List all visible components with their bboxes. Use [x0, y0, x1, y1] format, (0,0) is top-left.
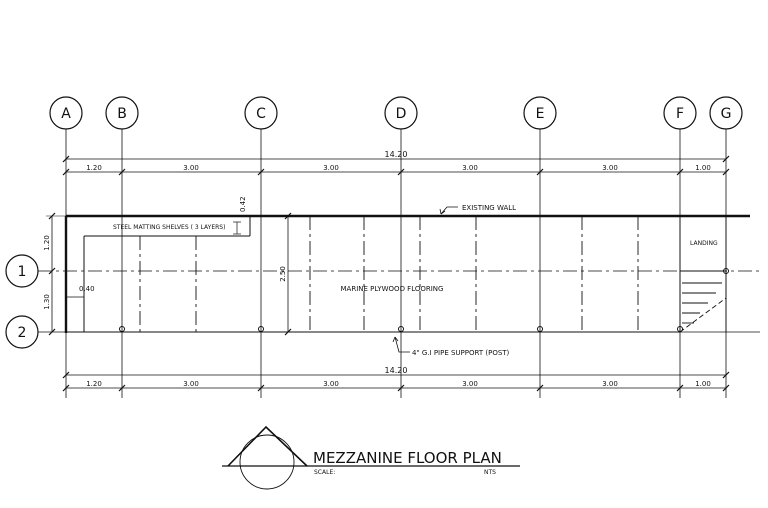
grid-bubble-label: D — [396, 106, 407, 122]
grid-lines-vertical — [65, 129, 727, 398]
dim-bottom-cd: 3.00 — [323, 380, 339, 388]
flooring-label: MARINE PLYWOOD FLOORING — [341, 285, 444, 293]
grid-bubble-label: 2 — [18, 325, 27, 341]
grid-bubble-label: G — [721, 106, 732, 122]
dim-top-cd: 3.00 — [323, 164, 339, 172]
dim-top-ab: 1.20 — [86, 164, 102, 172]
pipe-support-label: 4" G.I PIPE SUPPORT (POST) — [412, 349, 510, 357]
title-block: MEZZANINE FLOOR PLAN SCALE: NTS — [222, 425, 520, 490]
pipe-support-leader — [392, 336, 410, 353]
height-dim-label: 2.50 — [279, 266, 287, 282]
bottom-dimension-strings: 14.20 1.20 3.00 3.00 3.00 3.00 1.00 — [62, 366, 730, 392]
height-dimension — [284, 212, 292, 336]
dim-top-fg: 1.00 — [695, 164, 711, 172]
dim-bottom-ef: 3.00 — [602, 380, 618, 388]
grid-bubble-g: G — [709, 96, 743, 130]
grid-bubble-b: B — [105, 96, 139, 130]
grid-bubble-label: B — [117, 106, 127, 122]
grid-bubble-f: F — [663, 96, 697, 130]
grid-bubble-1: 1 — [5, 254, 39, 288]
top-dimension-strings: 14.20 1.20 3.00 3.00 3.00 3.00 1.00 — [62, 150, 730, 176]
grid-bubble-label: 1 — [18, 264, 27, 280]
dim-top-de: 3.00 — [462, 164, 478, 172]
dim-left-lower: 1.30 — [43, 294, 51, 310]
grid-bubble-label: F — [676, 106, 684, 122]
grid-bubble-label: C — [256, 106, 266, 122]
grid-bubble-d: D — [384, 96, 418, 130]
dim-top-ef: 3.00 — [602, 164, 618, 172]
shelf-depth-dim: 0.42 — [239, 196, 247, 212]
pipe-support-posts — [119, 268, 729, 332]
grid-column-bubbles: A B C D E F G — [49, 96, 743, 130]
dim-bottom-de: 3.00 — [462, 380, 478, 388]
steel-shelves-label: STEEL MATTING SHELVES ( 3 LAYERS) — [113, 224, 225, 231]
landing-stair — [679, 216, 727, 333]
floor-joists — [139, 216, 639, 332]
scale-label: SCALE: — [314, 469, 335, 476]
grid-bubble-e: E — [523, 96, 557, 130]
existing-wall-leader — [439, 206, 458, 215]
plan-title: MEZZANINE FLOOR PLAN — [313, 449, 502, 467]
existing-wall-label: EXISTING WALL — [462, 204, 516, 212]
grid-row-bubbles: 1 2 — [5, 254, 39, 349]
dim-bottom-ab: 1.20 — [86, 380, 102, 388]
steel-shelves: 0.42 — [65, 196, 251, 332]
grid-bubble-c: C — [244, 96, 278, 130]
grid-bubble-label: A — [61, 106, 71, 122]
dim-top-bc: 3.00 — [183, 164, 199, 172]
dim-bottom-bc: 3.00 — [183, 380, 199, 388]
grid-bubble-a: A — [49, 96, 83, 130]
landing-label: LANDING — [690, 240, 718, 247]
total-dimension-bottom: 14.20 — [385, 366, 408, 375]
dim-left-upper: 1.20 — [43, 235, 51, 251]
total-dimension-top: 14.20 — [385, 150, 408, 159]
shelf-offset-dim: 0.40 — [79, 285, 95, 293]
mezzanine-outline — [64, 214, 750, 333]
scale-value: NTS — [484, 469, 496, 476]
dim-bottom-fg: 1.00 — [695, 380, 711, 388]
grid-bubble-2: 2 — [5, 315, 39, 349]
left-dimension-string: 1.20 1.30 — [43, 212, 66, 336]
grid-lines-horizontal — [38, 270, 760, 333]
grid-bubble-label: E — [536, 106, 545, 122]
